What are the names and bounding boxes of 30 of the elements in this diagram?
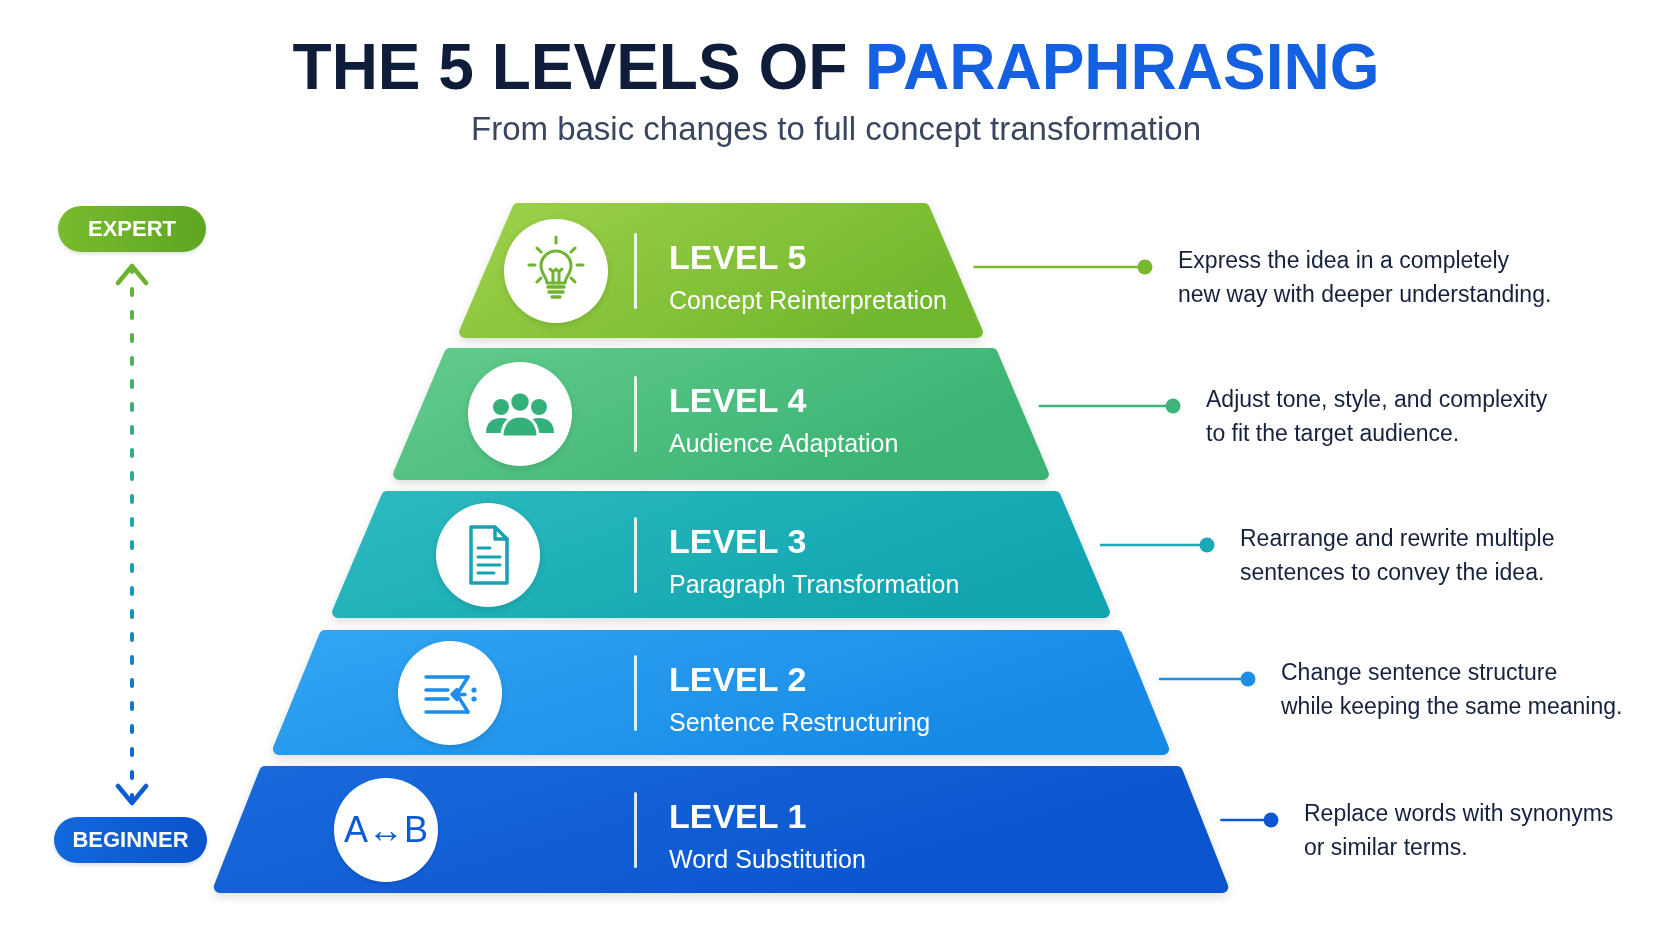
level-number: LEVEL 1 [669, 795, 807, 836]
pyramid-tier [211, 766, 1231, 893]
description-text: Express the idea in a completely new way with deeper understanding. [1178, 243, 1552, 311]
level-title: Sentence Restructuring [669, 706, 931, 737]
pyramid-tier [329, 491, 1113, 618]
level-title: Word Substitution [669, 843, 866, 874]
rank-pill: EXPERT [58, 206, 206, 252]
subtitle: From basic changes to full concept transformation [471, 110, 1201, 148]
level-number: LEVEL 4 [669, 380, 807, 420]
level-number: LEVEL 5 [669, 236, 807, 277]
level-number: LEVEL 3 [669, 520, 807, 561]
level-number: LEVEL 2 [669, 658, 807, 699]
pyramid-tier [390, 348, 1052, 480]
description-text: Rearrange and rewrite multiple sentences to convey the idea. [1240, 521, 1555, 589]
rank-pill: BEGINNER [54, 817, 207, 863]
title: THE 5 LEVELS OF PARAPHRASING [292, 35, 1380, 99]
level-title: Paragraph Transformation [669, 568, 960, 599]
description-text: Change sentence structure while keeping the same meaning. [1281, 655, 1623, 723]
leader-line [973, 259, 1153, 275]
leader-line [1220, 812, 1279, 828]
pyramid-tier [270, 630, 1172, 755]
dashed-double-arrow [115, 263, 149, 806]
level-title: Concept Reinterpretation [669, 284, 947, 315]
description-text: Replace words with synonyms or similar terms. [1304, 796, 1614, 864]
level-title: Audience Adaptation [669, 428, 899, 458]
leader-line [1159, 671, 1256, 687]
leader-line [1100, 537, 1215, 553]
description-text: Adjust tone, style, and complexity to fit the target audience. [1206, 382, 1548, 450]
leader-line [1038, 398, 1181, 414]
pyramid-tier [456, 203, 986, 338]
